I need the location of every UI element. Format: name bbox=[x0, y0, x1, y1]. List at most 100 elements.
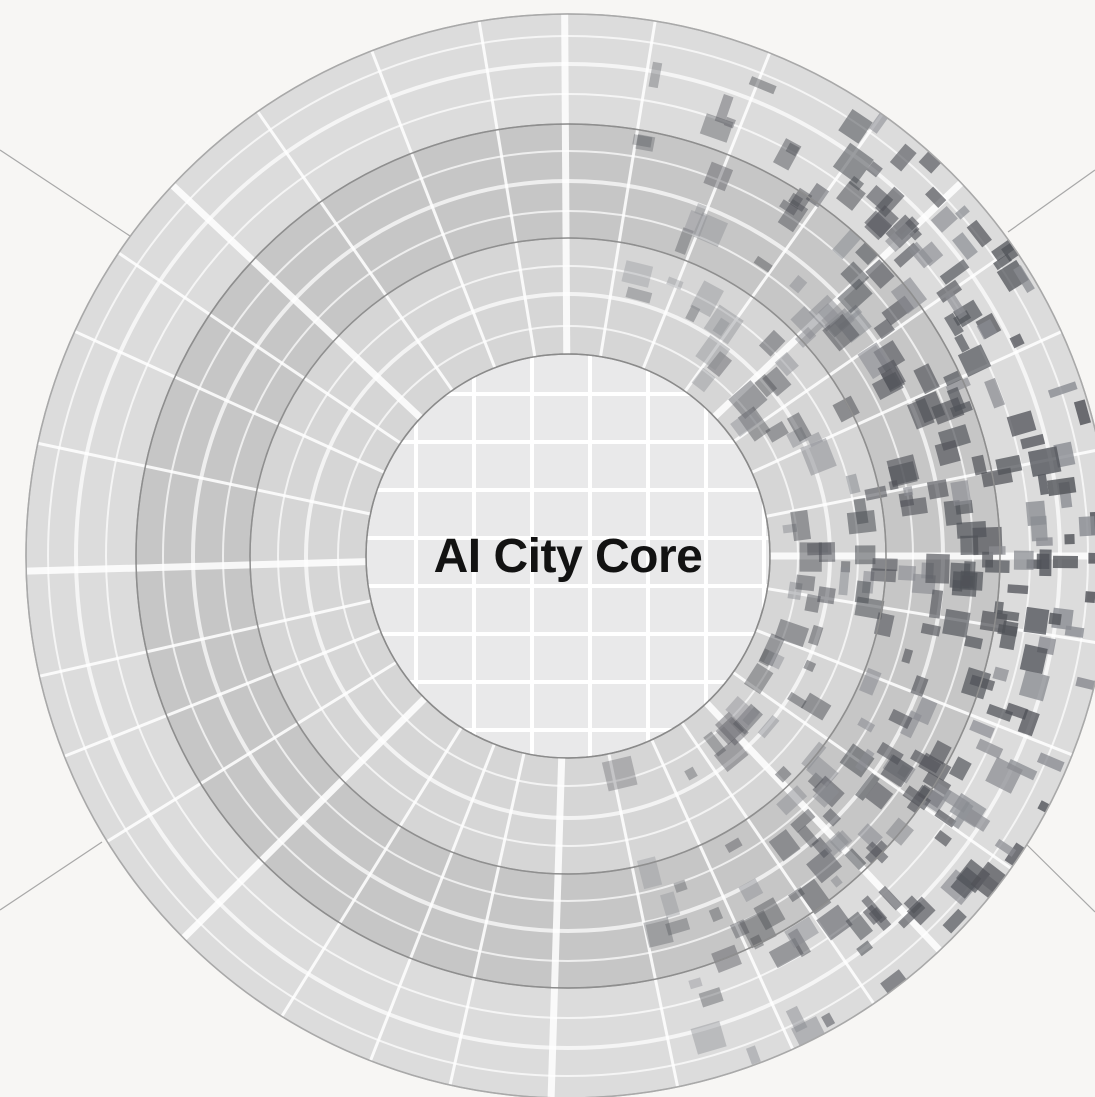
building-block bbox=[900, 497, 928, 517]
building-block bbox=[790, 306, 824, 340]
building-block bbox=[942, 608, 971, 638]
building-block bbox=[903, 895, 922, 914]
building-block bbox=[753, 897, 786, 931]
building-block bbox=[1004, 842, 1026, 867]
building-block bbox=[1047, 381, 1078, 399]
building-block bbox=[707, 351, 733, 378]
building-block bbox=[1064, 533, 1075, 545]
building-block bbox=[870, 568, 897, 583]
building-block bbox=[1013, 550, 1034, 570]
building-texture bbox=[601, 61, 1095, 1065]
building-block bbox=[838, 566, 850, 596]
building-block bbox=[984, 377, 1006, 409]
building-block bbox=[812, 780, 840, 808]
building-block bbox=[757, 714, 780, 739]
building-block bbox=[695, 335, 731, 371]
building-block bbox=[684, 766, 698, 781]
building-block bbox=[920, 622, 941, 637]
building-block bbox=[758, 648, 775, 667]
building-block bbox=[976, 318, 998, 340]
building-block bbox=[872, 558, 898, 572]
building-block bbox=[737, 406, 771, 442]
building-block bbox=[951, 801, 974, 830]
building-block bbox=[789, 275, 808, 294]
connector-line-top-right bbox=[1007, 169, 1095, 233]
building-block bbox=[913, 363, 940, 395]
building-block bbox=[1088, 552, 1095, 564]
building-block bbox=[855, 772, 880, 801]
building-block bbox=[910, 675, 929, 698]
building-block bbox=[936, 279, 963, 303]
inner-ring-outline bbox=[249, 237, 887, 875]
building-block bbox=[1046, 476, 1077, 497]
building-block bbox=[1018, 669, 1050, 702]
building-block bbox=[865, 259, 895, 289]
connector-line-top-left bbox=[0, 149, 131, 237]
building-block bbox=[754, 373, 778, 398]
building-block bbox=[880, 754, 914, 788]
building-block bbox=[956, 521, 987, 539]
building-block bbox=[950, 866, 982, 899]
building-block bbox=[806, 755, 839, 788]
building-block bbox=[859, 667, 882, 696]
building-block bbox=[601, 755, 638, 792]
building-block bbox=[954, 333, 970, 353]
building-block bbox=[724, 837, 743, 854]
building-block bbox=[774, 765, 792, 783]
ring-outlines bbox=[25, 13, 1095, 1097]
building-block bbox=[698, 987, 724, 1008]
building-block bbox=[790, 509, 812, 542]
building-block bbox=[748, 76, 777, 95]
building-block bbox=[949, 756, 972, 781]
building-block bbox=[795, 574, 816, 592]
building-block bbox=[1030, 515, 1048, 542]
building-block bbox=[714, 94, 734, 125]
building-block bbox=[957, 344, 992, 377]
building-block bbox=[993, 601, 1004, 615]
building-block bbox=[890, 277, 928, 314]
building-block bbox=[797, 825, 820, 848]
building-block bbox=[803, 659, 817, 673]
building-block bbox=[703, 304, 744, 345]
building-block bbox=[971, 454, 988, 476]
building-block bbox=[944, 312, 964, 337]
building-block bbox=[712, 317, 730, 337]
building-block bbox=[742, 706, 761, 726]
building-block bbox=[753, 255, 773, 273]
building-block bbox=[738, 878, 764, 903]
building-block bbox=[856, 940, 874, 957]
building-block bbox=[848, 175, 865, 191]
building-block bbox=[805, 182, 830, 208]
building-block bbox=[832, 142, 874, 184]
building-block bbox=[1019, 643, 1048, 675]
building-block bbox=[844, 848, 867, 871]
building-block bbox=[939, 259, 970, 285]
building-block bbox=[1084, 591, 1095, 603]
building-block bbox=[918, 150, 943, 174]
building-block bbox=[906, 896, 936, 926]
ring-street bbox=[162, 150, 974, 962]
building-block bbox=[692, 212, 729, 248]
building-block bbox=[1001, 242, 1020, 262]
building-block bbox=[964, 635, 983, 650]
building-block bbox=[1013, 265, 1035, 294]
core-street-grid bbox=[366, 354, 770, 758]
ring-street bbox=[47, 35, 1089, 1077]
building-block bbox=[918, 752, 952, 782]
building-block bbox=[926, 479, 949, 500]
building-block bbox=[902, 785, 932, 811]
building-block bbox=[1005, 702, 1029, 720]
building-block bbox=[873, 612, 895, 638]
building-block bbox=[715, 716, 745, 745]
building-block bbox=[866, 161, 883, 178]
building-block bbox=[868, 112, 888, 134]
building-block bbox=[730, 407, 762, 437]
building-block bbox=[1073, 399, 1092, 426]
building-block bbox=[690, 1020, 727, 1055]
building-block bbox=[784, 916, 819, 949]
building-block bbox=[966, 219, 992, 248]
building-block bbox=[817, 303, 841, 327]
building-block bbox=[930, 205, 958, 233]
